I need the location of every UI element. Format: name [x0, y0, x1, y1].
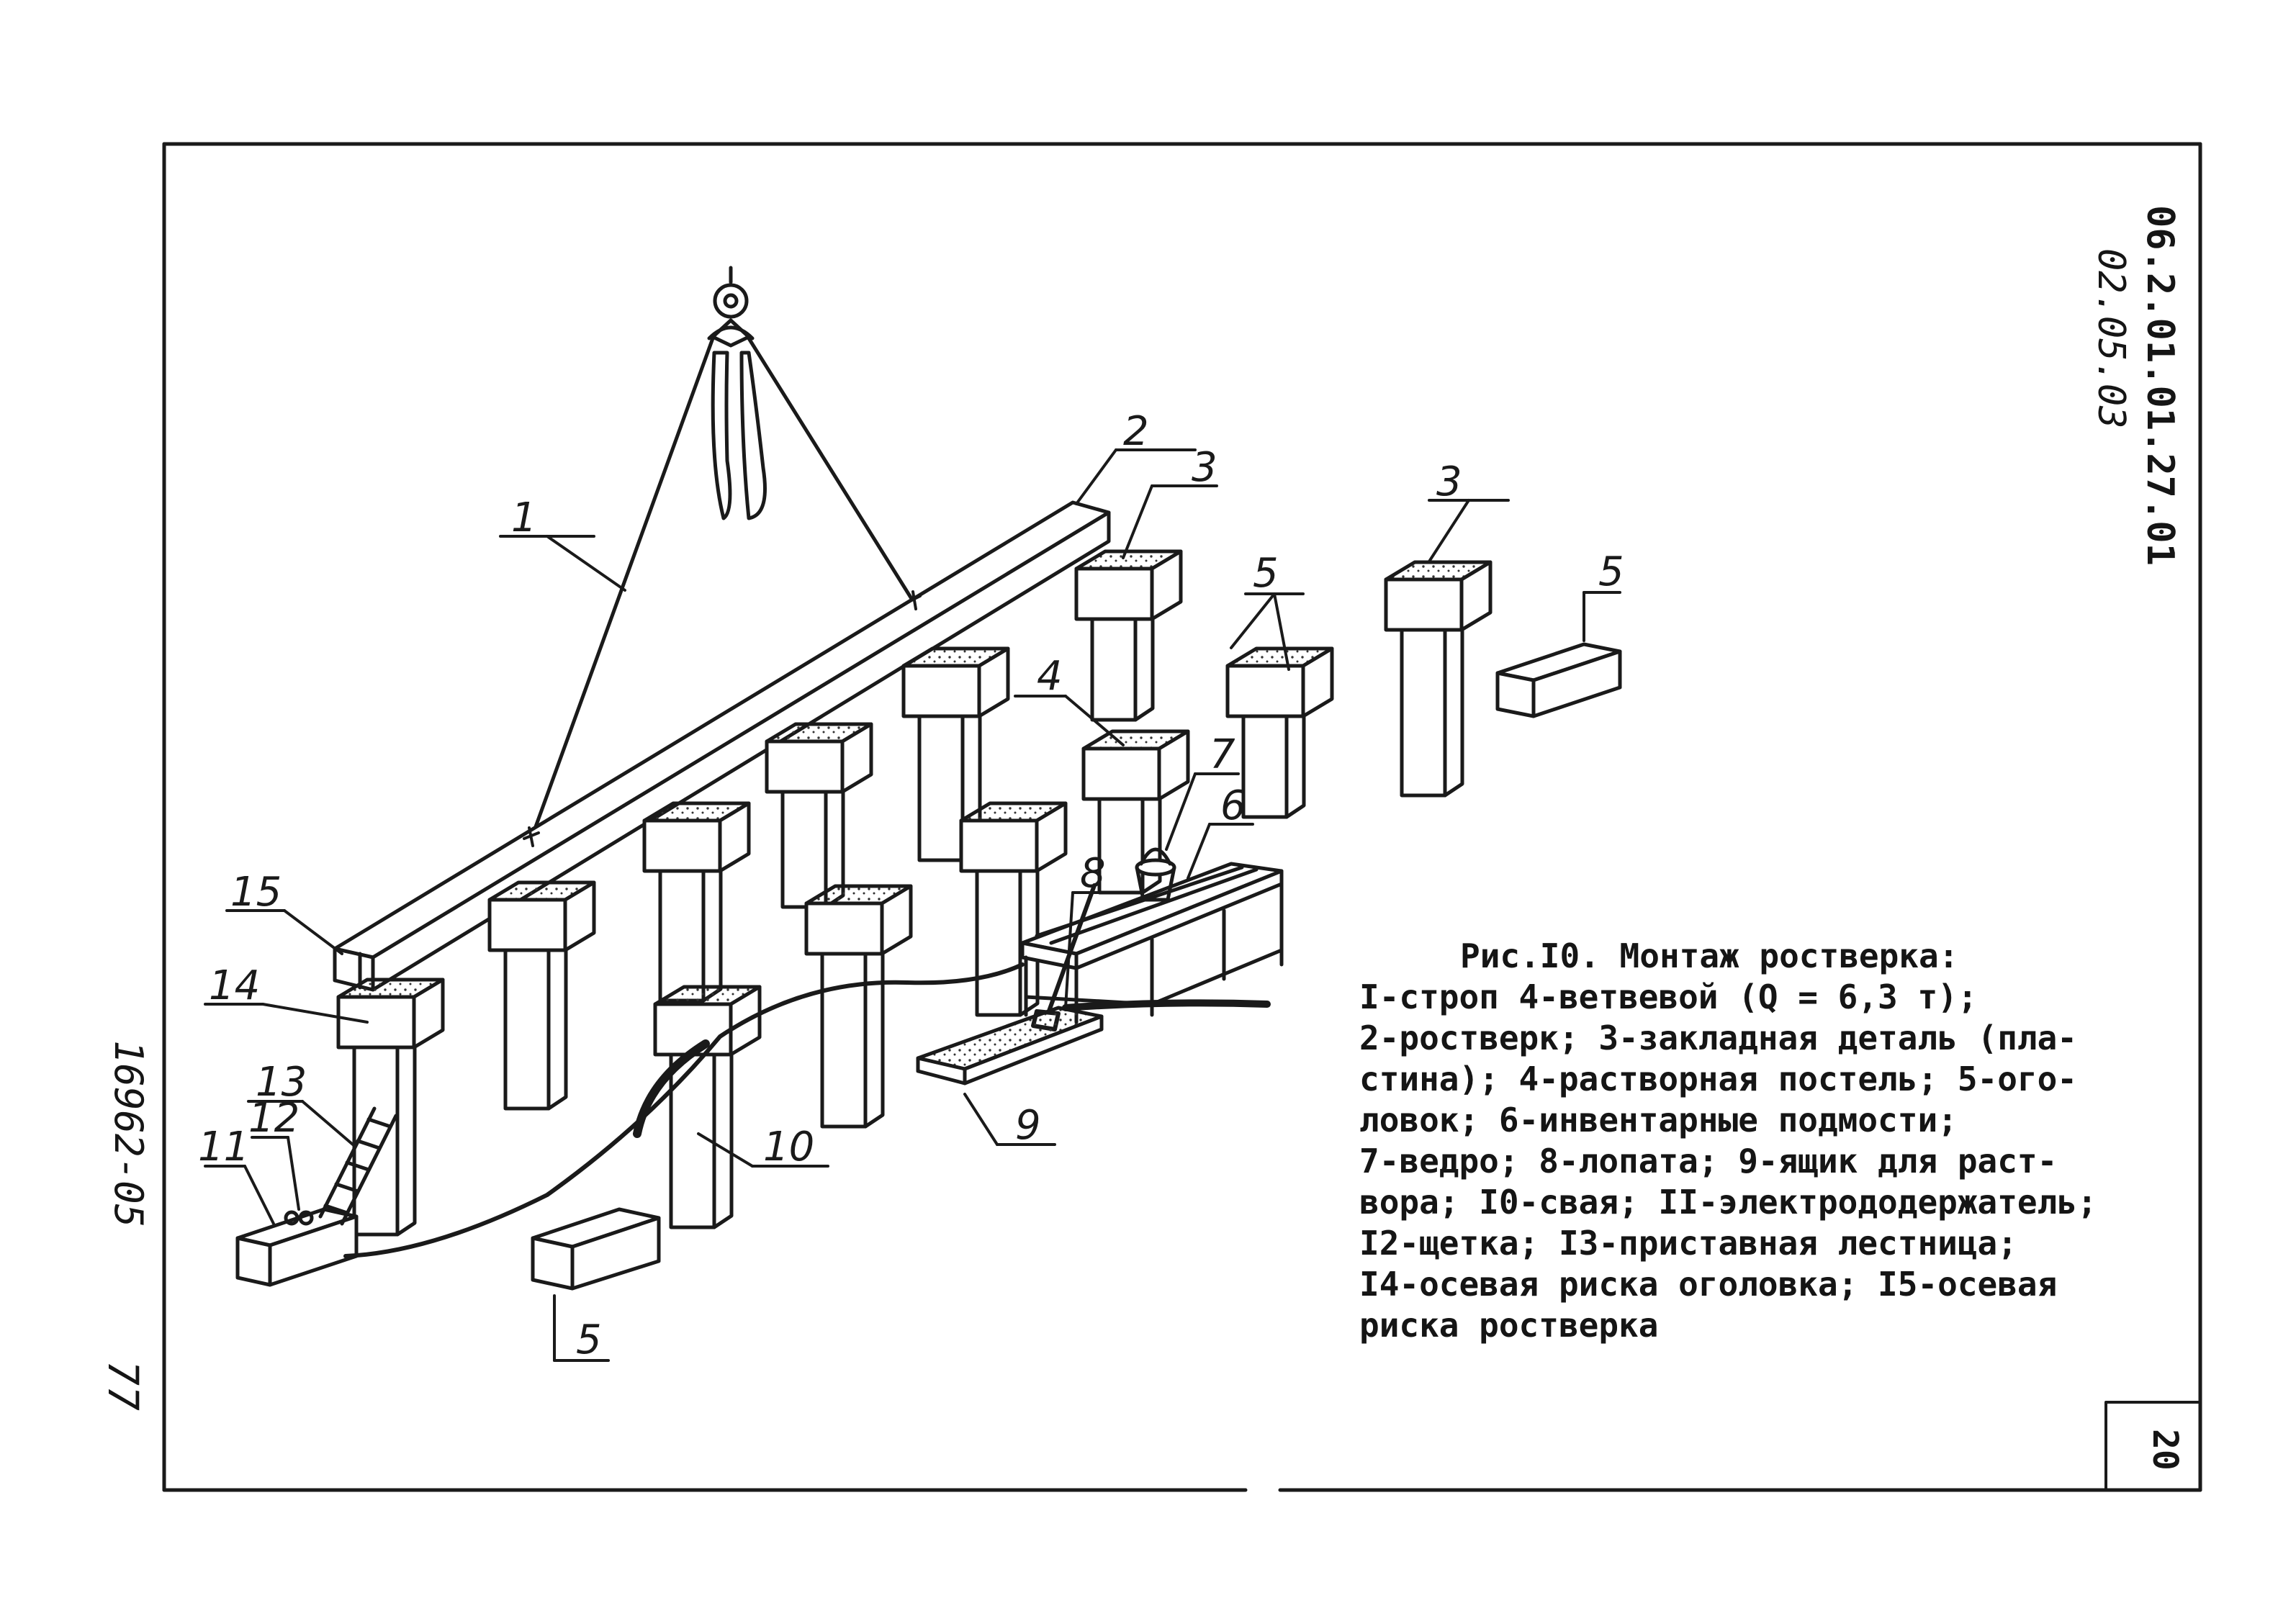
callout-labels: 1 2 3 3 4 5 5 5 6 7 8 9 10 11 12 13 14 1… [198, 408, 1624, 1363]
pile-with-head [487, 880, 596, 1111]
pile-with-head [336, 978, 445, 1237]
callout-13: 13 [256, 1059, 307, 1106]
caption-line: риска ростверка [1359, 1306, 1659, 1345]
callout-3: 3 [1192, 444, 1217, 491]
leader-lines [204, 448, 1621, 1362]
figure-caption: Рис.I0. Монтаж ростверка: I-строп 4-ветв… [1359, 936, 2097, 1346]
caption-line: ловок; 6-инвентарные подмости; [1359, 1101, 1958, 1139]
callout-11: 11 [198, 1124, 249, 1170]
pile-with-head [959, 801, 1068, 1017]
pile-with-head [642, 801, 751, 1003]
caption-line: I-строп 4-ветвевой (Q = 6,3 т); [1359, 978, 1978, 1016]
pile-with-head [653, 985, 762, 1229]
sheet-number: 20 [2145, 1429, 2185, 1471]
callout-5c: 5 [576, 1317, 602, 1363]
caption-line: 7-ведро; 8-лопата; 9-ящик для раст- [1359, 1142, 2058, 1181]
pile-with-head [765, 722, 873, 909]
page-number: 77 [99, 1360, 148, 1411]
grillage-beam [333, 500, 1111, 992]
caption-title: Рис.I0. Монтаж ростверка: [1460, 936, 1959, 975]
pile-cap-box [531, 1207, 661, 1291]
caption-line: I2-щетка; I3-приставная лестница; [1359, 1224, 2017, 1263]
caption-line: вора; I0-свая; II-электрододержатель; [1359, 1183, 2097, 1222]
electrode-holder-box [235, 1207, 359, 1287]
callout-10: 10 [763, 1124, 814, 1170]
drawing-frame [162, 142, 2202, 1492]
callout-15: 15 [230, 869, 282, 916]
piles-group [336, 549, 1493, 1237]
pile-with-head [1225, 646, 1334, 819]
callout-4: 4 [1037, 653, 1063, 700]
callout-14: 14 [209, 962, 260, 1009]
welding-cable [633, 1039, 710, 1138]
callout-12: 12 [248, 1095, 300, 1142]
callout-5b: 5 [1598, 549, 1624, 595]
scaffolding [1020, 862, 1284, 1024]
mortar-box [916, 1006, 1104, 1085]
archive-number: 16962-05 [106, 1040, 151, 1228]
callout-7: 7 [1210, 731, 1235, 778]
bucket [1135, 847, 1176, 902]
caption-line: стина); 4-растворная постель; 5-ого- [1359, 1060, 2077, 1098]
document-code: 06.2.01.01.27.01 [2138, 205, 2182, 566]
pile-with-head [1074, 549, 1183, 722]
pile-with-head [804, 884, 913, 1129]
callout-9: 9 [1015, 1102, 1041, 1149]
ladder [318, 1106, 398, 1226]
callout-5a: 5 [1253, 550, 1279, 597]
callout-1: 1 [511, 495, 537, 541]
document-code-secondary: 02.05.03 [2089, 248, 2133, 429]
callout-6: 6 [1220, 782, 1246, 829]
pile-with-head [1384, 560, 1493, 798]
pile-cap-box [1495, 642, 1622, 718]
callout-2: 2 [1123, 408, 1149, 455]
caption-line: I4-осевая риска оголовка; I5-осевая [1359, 1265, 2058, 1304]
callout-3b: 3 [1436, 459, 1462, 505]
pile-with-head [901, 646, 1010, 862]
welding-cable [343, 962, 1025, 1258]
caption-line: 2-ростверк; 3-закладная деталь (пла- [1359, 1019, 2077, 1057]
callout-8: 8 [1080, 850, 1106, 897]
